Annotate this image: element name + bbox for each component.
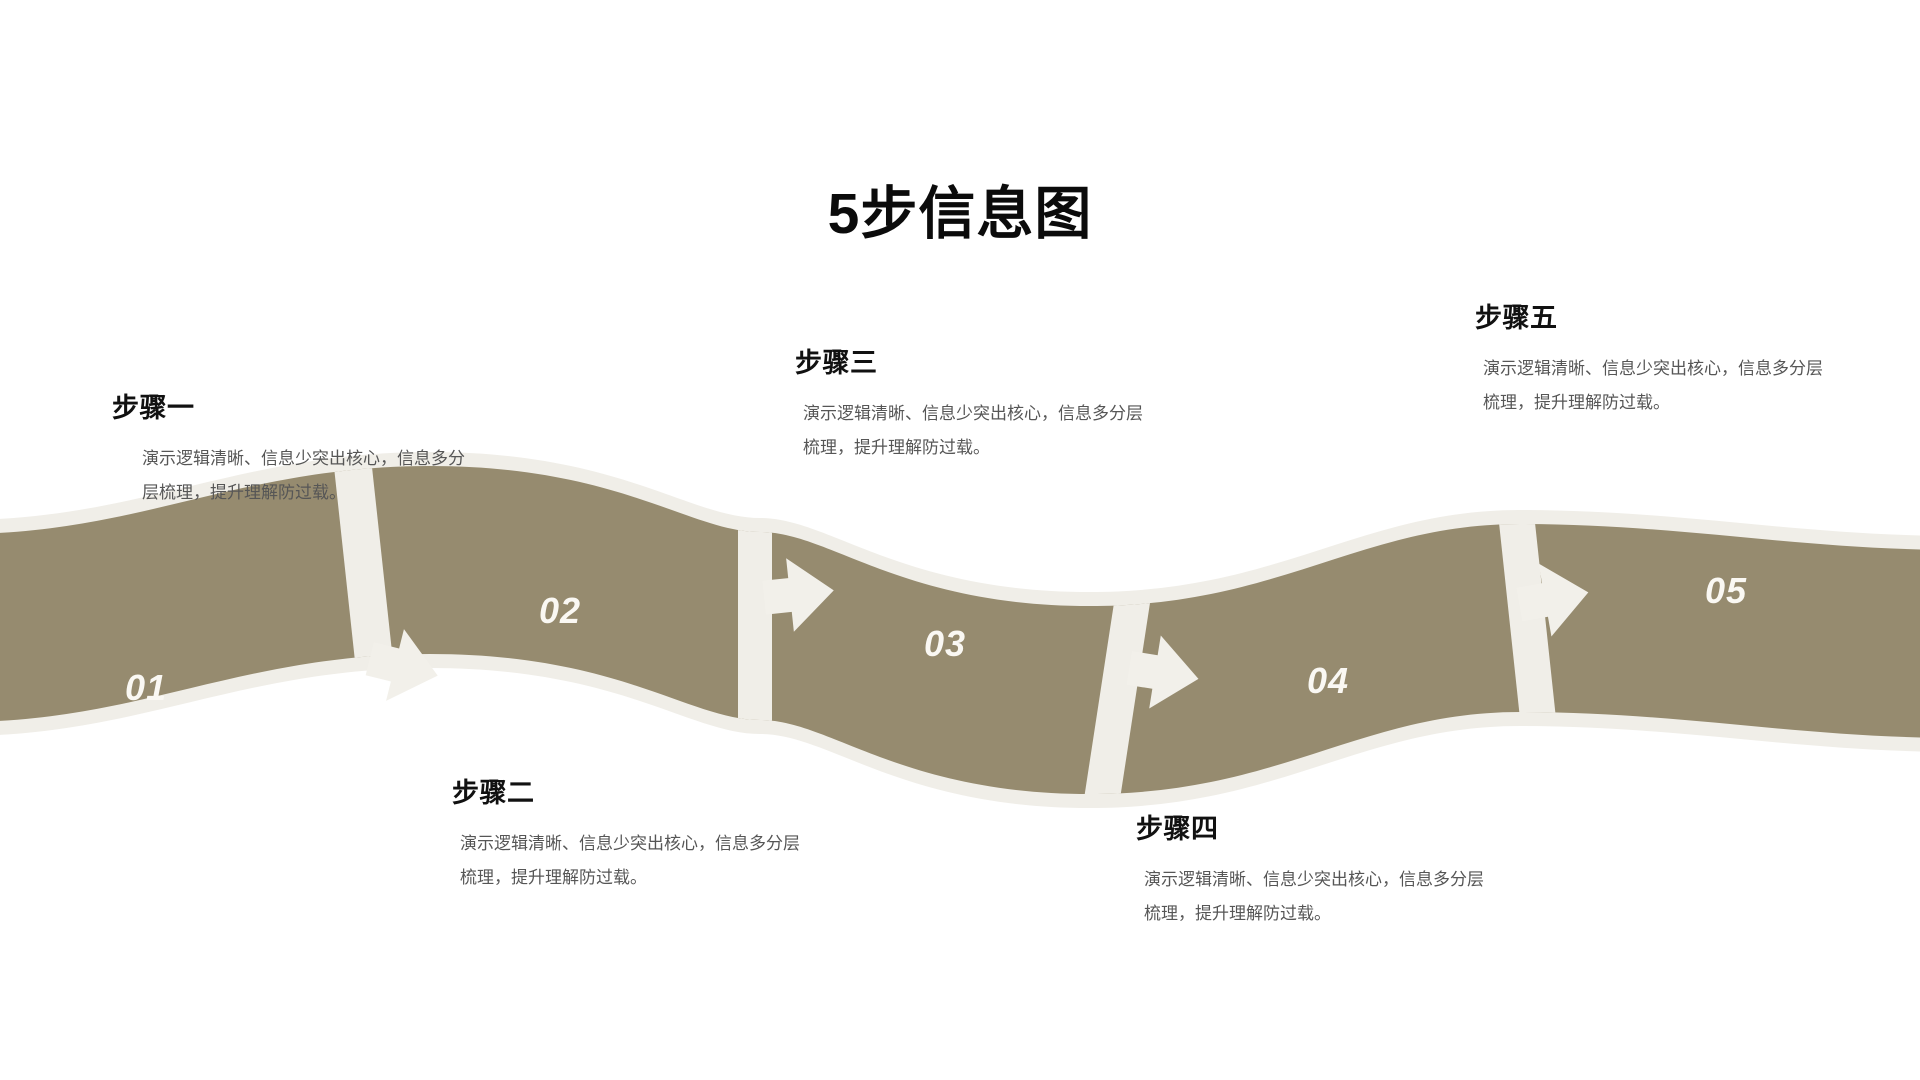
step-callout-3: 步骤三 演示逻辑清晰、信息少突出核心，信息多分层梳理，提升理解防过载。 <box>795 347 1155 464</box>
step-callout-4: 步骤四 演示逻辑清晰、信息少突出核心，信息多分层梳理，提升理解防过载。 <box>1136 813 1496 930</box>
step-number-01: 01 <box>124 667 168 708</box>
arrow-3-to-4-icon <box>1126 635 1199 709</box>
arrow-4-to-5-icon <box>1516 563 1589 637</box>
segment-divider-4 <box>1488 466 1566 794</box>
step-body-2: 演示逻辑清晰、信息少突出核心，信息多分层梳理，提升理解防过载。 <box>460 834 800 887</box>
step-number-04: 04 <box>1306 660 1350 701</box>
step-body-5: 演示逻辑清晰、信息少突出核心，信息多分层梳理，提升理解防过载。 <box>1483 359 1823 412</box>
step-body-1: 演示逻辑清晰、信息少突出核心，信息多分层梳理，提升理解防过载。 <box>142 449 465 502</box>
step-number-03: 03 <box>923 623 967 664</box>
segment-divider-3 <box>1082 466 1178 794</box>
step-heading-3: 步骤三 <box>795 348 878 378</box>
step-heading-5: 步骤五 <box>1475 303 1558 333</box>
step-body-4: 演示逻辑清晰、信息少突出核心，信息多分层梳理，提升理解防过载。 <box>1144 870 1484 923</box>
page-title: 5步信息图 <box>827 182 1093 246</box>
step-heading-2: 步骤二 <box>452 778 535 808</box>
arrow-2-to-3-icon <box>762 558 834 632</box>
step-callout-1: 步骤一 演示逻辑清晰、信息少突出核心，信息多分层梳理，提升理解防过载。 <box>112 392 472 509</box>
step-number-05: 05 <box>1704 570 1748 611</box>
step-callout-2: 步骤二 演示逻辑清晰、信息少突出核心，信息多分层梳理，提升理解防过载。 <box>452 777 812 894</box>
arrow-1-to-2-icon <box>365 629 438 701</box>
step-callout-5: 步骤五 演示逻辑清晰、信息少突出核心，信息多分层梳理，提升理解防过载。 <box>1475 302 1835 419</box>
step-body-3: 演示逻辑清晰、信息少突出核心，信息多分层梳理，提升理解防过载。 <box>803 404 1143 457</box>
step-heading-1: 步骤一 <box>112 393 195 423</box>
step-heading-4: 步骤四 <box>1136 814 1219 844</box>
segment-divider-2 <box>738 466 772 794</box>
step-number-02: 02 <box>538 590 582 631</box>
